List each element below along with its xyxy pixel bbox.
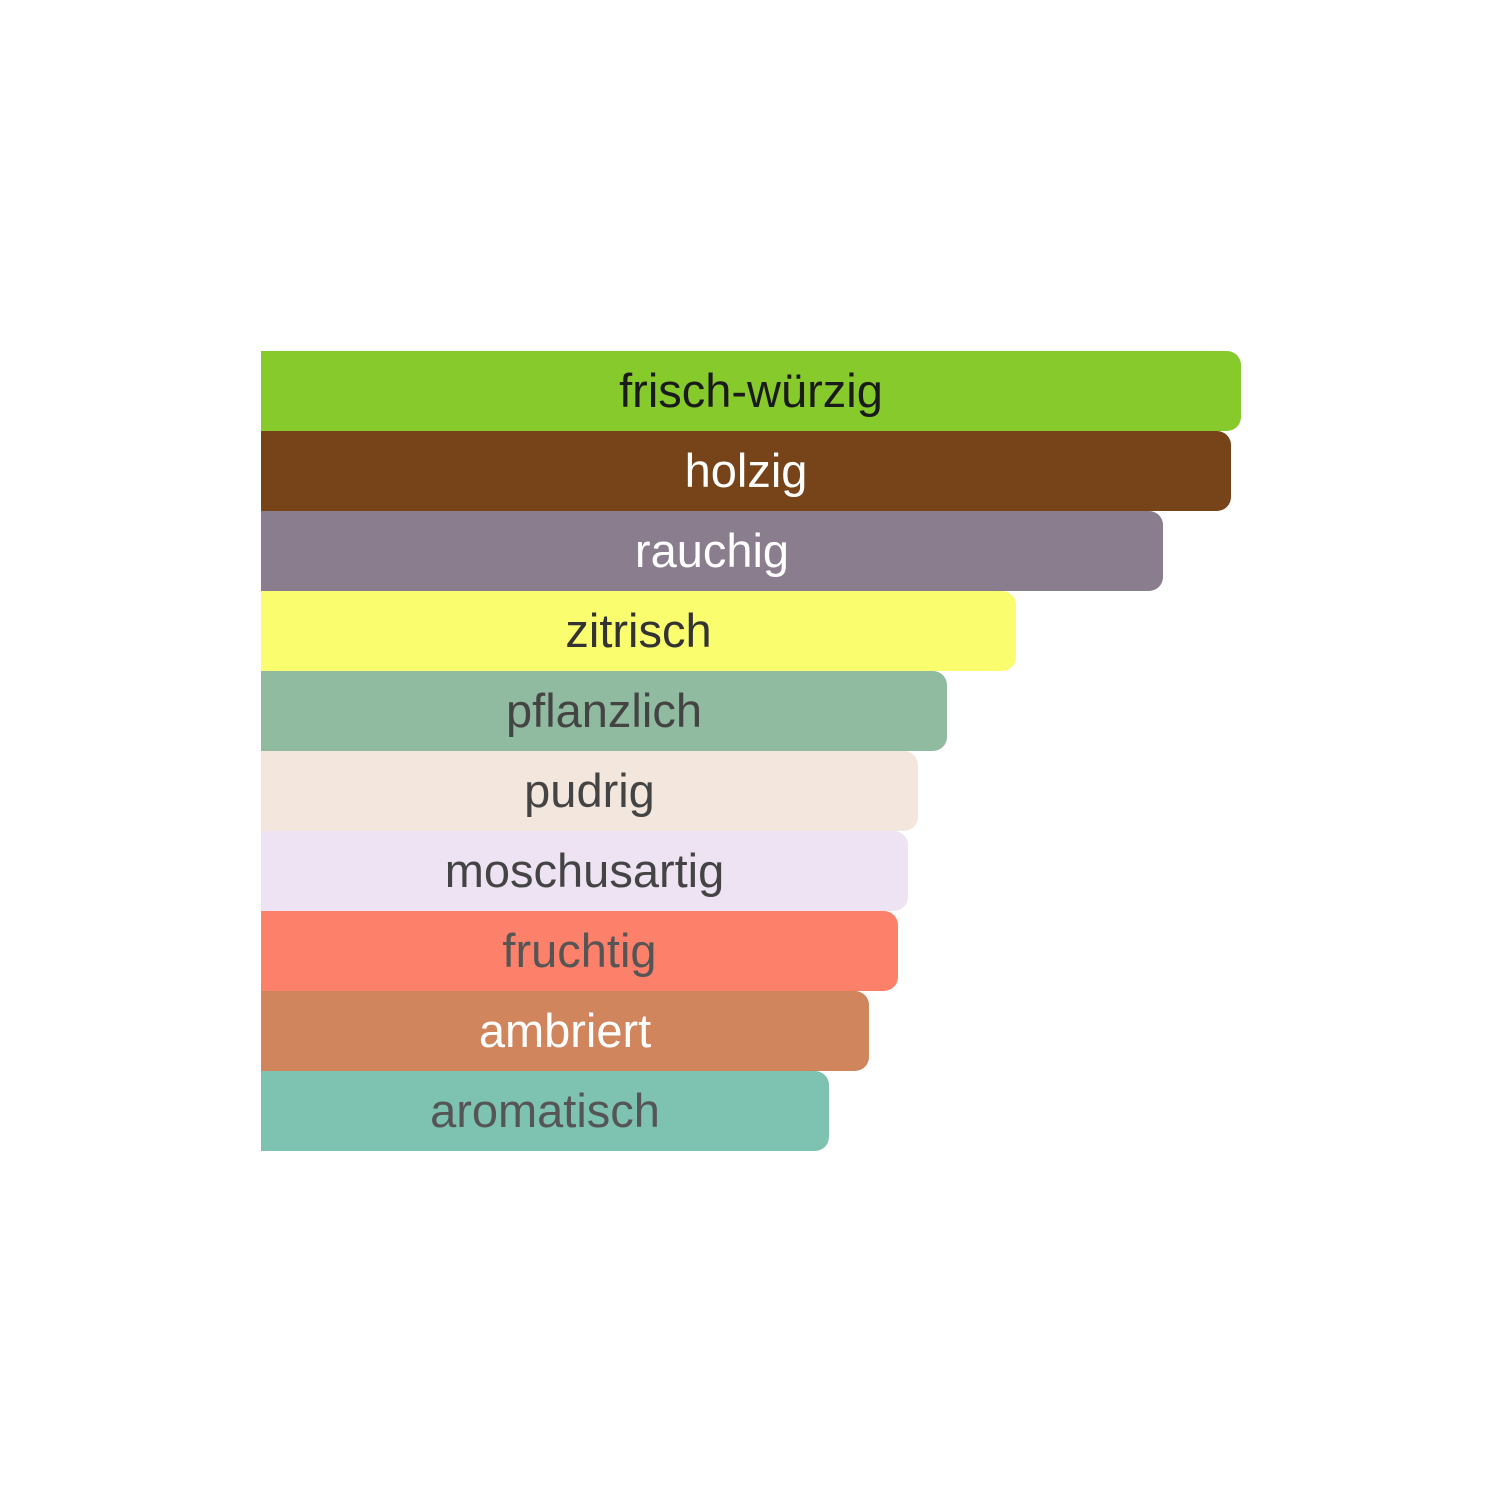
bar-8: ambriert xyxy=(261,991,869,1071)
bar-9: aromatisch xyxy=(261,1071,829,1151)
bar-label-1: holzig xyxy=(684,444,808,497)
bar-label-2: rauchig xyxy=(634,524,790,577)
accord-bar-chart: frisch-würzig holzig rauchig zitrisch pflanz… xyxy=(261,351,1241,1151)
bar-label-6: moschusartig xyxy=(444,844,725,897)
bar-label-5: pudrig xyxy=(524,764,655,817)
bar-label-0: frisch-würzig xyxy=(619,364,883,417)
bar-label-3: zitrisch xyxy=(565,604,712,657)
bar-7: fruchtig xyxy=(261,911,898,991)
bar-6: moschusartig xyxy=(261,831,908,911)
bar-4: pflanzlich xyxy=(261,671,947,751)
bar-label-7: fruchtig xyxy=(502,924,657,977)
bar-0: frisch-würzig xyxy=(261,351,1241,431)
bar-label-4: pflanzlich xyxy=(506,684,702,737)
bar-label-8: ambriert xyxy=(478,1004,652,1057)
bar-5: pudrig xyxy=(261,751,918,831)
bar-3: zitrisch xyxy=(261,591,1016,671)
bar-2: rauchig xyxy=(261,511,1163,591)
bar-1: holzig xyxy=(261,431,1231,511)
bar-label-9: aromatisch xyxy=(430,1084,660,1137)
